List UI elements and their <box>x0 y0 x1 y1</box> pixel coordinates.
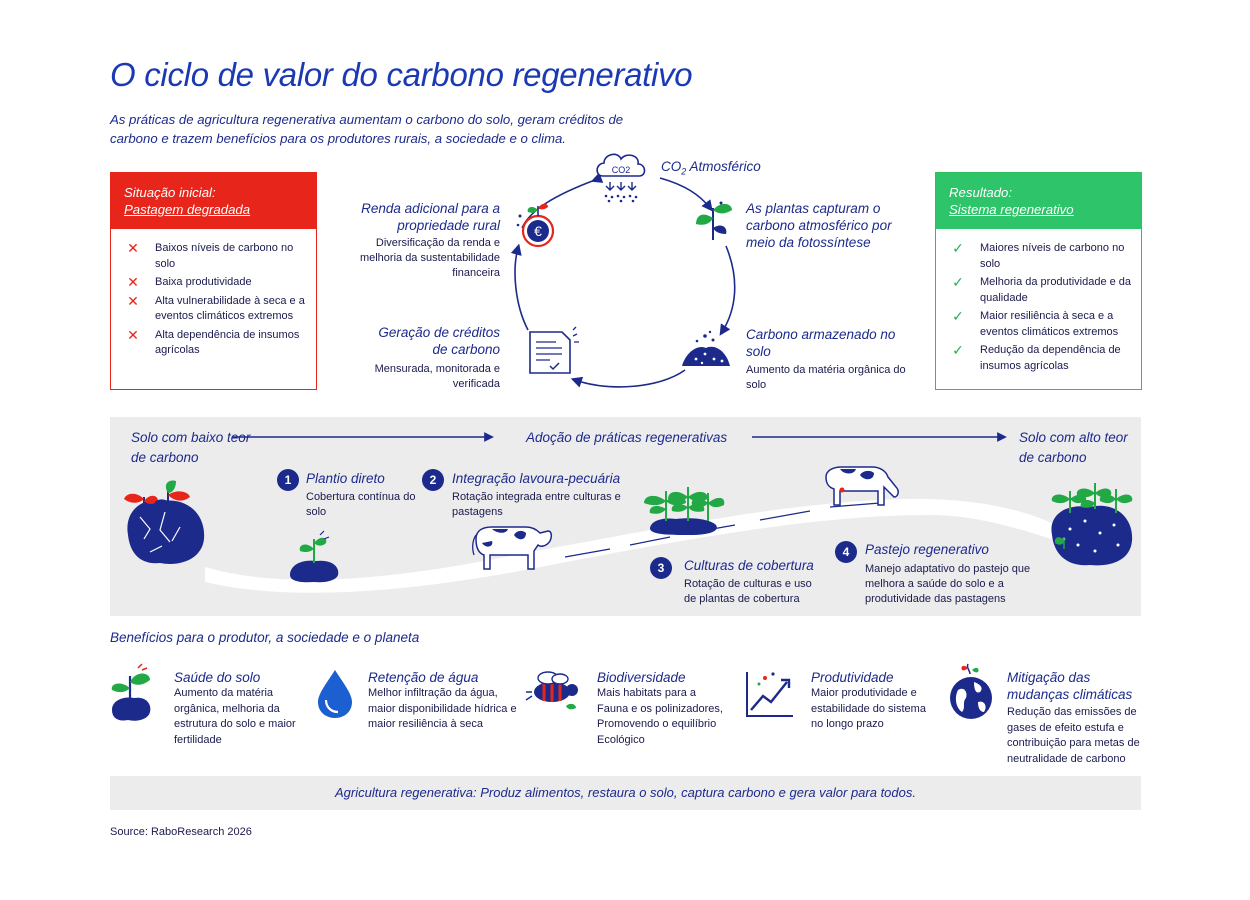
soil-mound-icon <box>682 330 730 366</box>
step-title-4: Pastejo regenerativo <box>865 542 989 557</box>
footer-banner: Agricultura regenerativa: Produz aliment… <box>110 776 1141 810</box>
globe-icon <box>950 663 992 719</box>
cross-icon: ✕ <box>127 274 139 290</box>
credits-block: Geração de créditos de carbono Mensurada… <box>362 324 500 392</box>
step-number-3: 3 <box>650 557 672 579</box>
initial-heading-1: Situação inicial: <box>124 185 216 200</box>
list-item: ✓Maiores níveis de carbono no solo <box>950 240 1135 272</box>
benefit-soil-health: Saúde do solo Aumento da matéria orgânic… <box>174 669 314 748</box>
sprout-icon <box>111 663 151 721</box>
credits-desc: Mensurada, monitorada e verificada <box>374 363 500 390</box>
cross-icon: ✕ <box>127 292 139 309</box>
benefit-title: Produtividade <box>811 670 894 685</box>
certificate-document-icon <box>529 326 579 374</box>
list-item: ✓Redução da dependência de insumos agríc… <box>950 342 1135 374</box>
water-drop-icon <box>318 670 352 718</box>
credits-title: Geração de créditos de carbono <box>378 325 500 357</box>
bee-icon <box>525 671 578 710</box>
cover-crops-icon <box>644 487 725 535</box>
step-number-4: 4 <box>835 541 857 563</box>
cow-icon <box>472 526 553 570</box>
stored-carbon-block: Carbono armazenado no solo Aumento da ma… <box>746 326 906 393</box>
list-item: ✕Baixos níveis de carbono no solo <box>125 240 310 272</box>
benefit-climate-mitigation: Mitigação das mudanças climáticas Reduçã… <box>1007 669 1147 767</box>
cross-icon: ✕ <box>127 326 139 343</box>
healthy-soil-icon <box>1051 483 1133 566</box>
page-title: O ciclo de valor do carbono regenerativo <box>110 56 693 93</box>
plant-capture-icon <box>696 201 732 240</box>
seedling-icon <box>290 530 339 583</box>
income-desc: Diversificação da renda e melhoria da su… <box>359 237 500 279</box>
list-item: ✓Maior resiliência à seca e a eventos cl… <box>950 308 1135 340</box>
step-desc-2: Rotação integrada entre culturas e pasta… <box>452 491 621 518</box>
result-header: Resultado: Sistema regenerativo <box>936 173 1141 229</box>
cycle-arrow <box>510 243 529 331</box>
benefit-water-retention: Retenção de água Melhor infiltração da á… <box>368 669 518 733</box>
benefit-title: Saúde do solo <box>174 670 261 685</box>
footer-text: Agricultura regenerativa: Produz aliment… <box>335 785 916 800</box>
income-title: Renda adicional para a propriedade rural <box>361 201 500 233</box>
result-box: Resultado: Sistema regenerativo ✓Maiores… <box>935 172 1142 390</box>
source-note: Source: RaboResearch 2026 <box>110 826 252 838</box>
step-title-1: Plantio direto <box>306 471 385 486</box>
result-heading-2: Sistema regenerativo <box>949 202 1074 217</box>
list-item: ✕Alta vulnerabilidade à seca e a eventos… <box>125 292 310 325</box>
regenerative-journey-band: Solo com baixo teor de carbono Adoção de… <box>110 417 1141 616</box>
middle-label: Adoção de práticas regenerativas <box>526 430 728 445</box>
step-desc-3: Rotação de culturas e uso de plantas de … <box>684 578 812 605</box>
benefit-desc: Mais habitats para a Fauna e os poliniza… <box>597 687 723 746</box>
capture-title: As plantas capturam o carbono atmosféric… <box>746 201 892 250</box>
benefit-desc: Maior produtividade e estabilidade do si… <box>811 687 926 730</box>
check-icon: ✓ <box>952 240 964 256</box>
step-number-2: 2 <box>422 469 444 491</box>
cross-icon: ✕ <box>127 240 139 256</box>
degraded-soil-icon <box>124 480 205 564</box>
co2-icon-label: CO2 <box>612 165 631 175</box>
benefit-biodiversity: Biodiversidade Mais habitats para a Faun… <box>597 669 727 748</box>
stored-title: Carbono armazenado no solo <box>746 327 896 359</box>
page-subtitle: As práticas de agricultura regenerativa … <box>110 112 624 146</box>
initial-heading-2: Pastagem degradada <box>124 202 251 217</box>
journey-graphics <box>124 432 1133 593</box>
benefit-title: Biodiversidade <box>597 670 686 685</box>
path-road <box>205 498 1060 593</box>
result-list: ✓Maiores níveis de carbono no solo ✓Melh… <box>936 240 1141 374</box>
euro-coin-icon: € <box>516 203 555 248</box>
check-icon: ✓ <box>952 342 964 358</box>
benefits-heading: Benefícios para o produtor, a sociedade … <box>110 630 420 645</box>
list-item: ✕Baixa produtividade <box>125 274 310 291</box>
benefit-desc: Aumento da matéria orgânica, melhoria da… <box>174 687 296 746</box>
list-item: ✓Melhoria da produtividade e da qualidad… <box>950 274 1135 306</box>
step-title-3: Culturas de cobertura <box>684 558 814 573</box>
benefit-title: Retenção de água <box>368 670 479 685</box>
initial-situation-box: Situação inicial: Pastagem degradada ✕Ba… <box>110 172 317 390</box>
initial-situation-header: Situação inicial: Pastagem degradada <box>111 173 316 229</box>
cycle-arrow <box>570 369 686 388</box>
step-desc-4: Manejo adaptativo do pastejo que melhora… <box>865 563 1031 605</box>
grazing-cow-icon <box>825 466 899 506</box>
cycle-arrow <box>719 245 736 336</box>
benefit-desc: Redução das emissões de gases de efeito … <box>1007 706 1140 765</box>
start-label: Solo com baixo teor de carbono <box>131 430 251 465</box>
list-item: ✕Alta dependência de insumos agrícolas <box>125 326 310 359</box>
cycle-arrow <box>659 177 713 212</box>
cycle-diagram: CO2 € <box>510 153 736 388</box>
benefit-desc: Melhor infiltração da água, maior dispon… <box>368 687 517 730</box>
cloud-co2-icon: CO2 <box>596 153 646 203</box>
co2-atmospheric-label: CO2 Atmosférico <box>661 159 761 177</box>
step-title-2: Integração lavoura-pecuária <box>452 471 621 486</box>
euro-symbol: € <box>534 223 542 239</box>
stored-desc: Aumento da matéria orgânica do solo <box>746 364 906 391</box>
benefit-title: Mitigação das mudanças climáticas <box>1007 670 1133 702</box>
growth-chart-icon <box>746 672 793 717</box>
benefit-productivity: Produtividade Maior produtividade e esta… <box>811 669 936 733</box>
check-icon: ✓ <box>952 308 964 324</box>
check-icon: ✓ <box>952 274 964 290</box>
end-label: Solo com alto teor de carbono <box>1019 430 1128 465</box>
initial-list: ✕Baixos níveis de carbono no solo ✕Baixa… <box>111 240 316 359</box>
income-block: Renda adicional para a propriedade rural… <box>350 200 500 281</box>
step-number-1: 1 <box>277 469 299 491</box>
step-desc-1: Cobertura contínua do solo <box>306 491 416 518</box>
result-heading-1: Resultado: <box>949 185 1013 200</box>
